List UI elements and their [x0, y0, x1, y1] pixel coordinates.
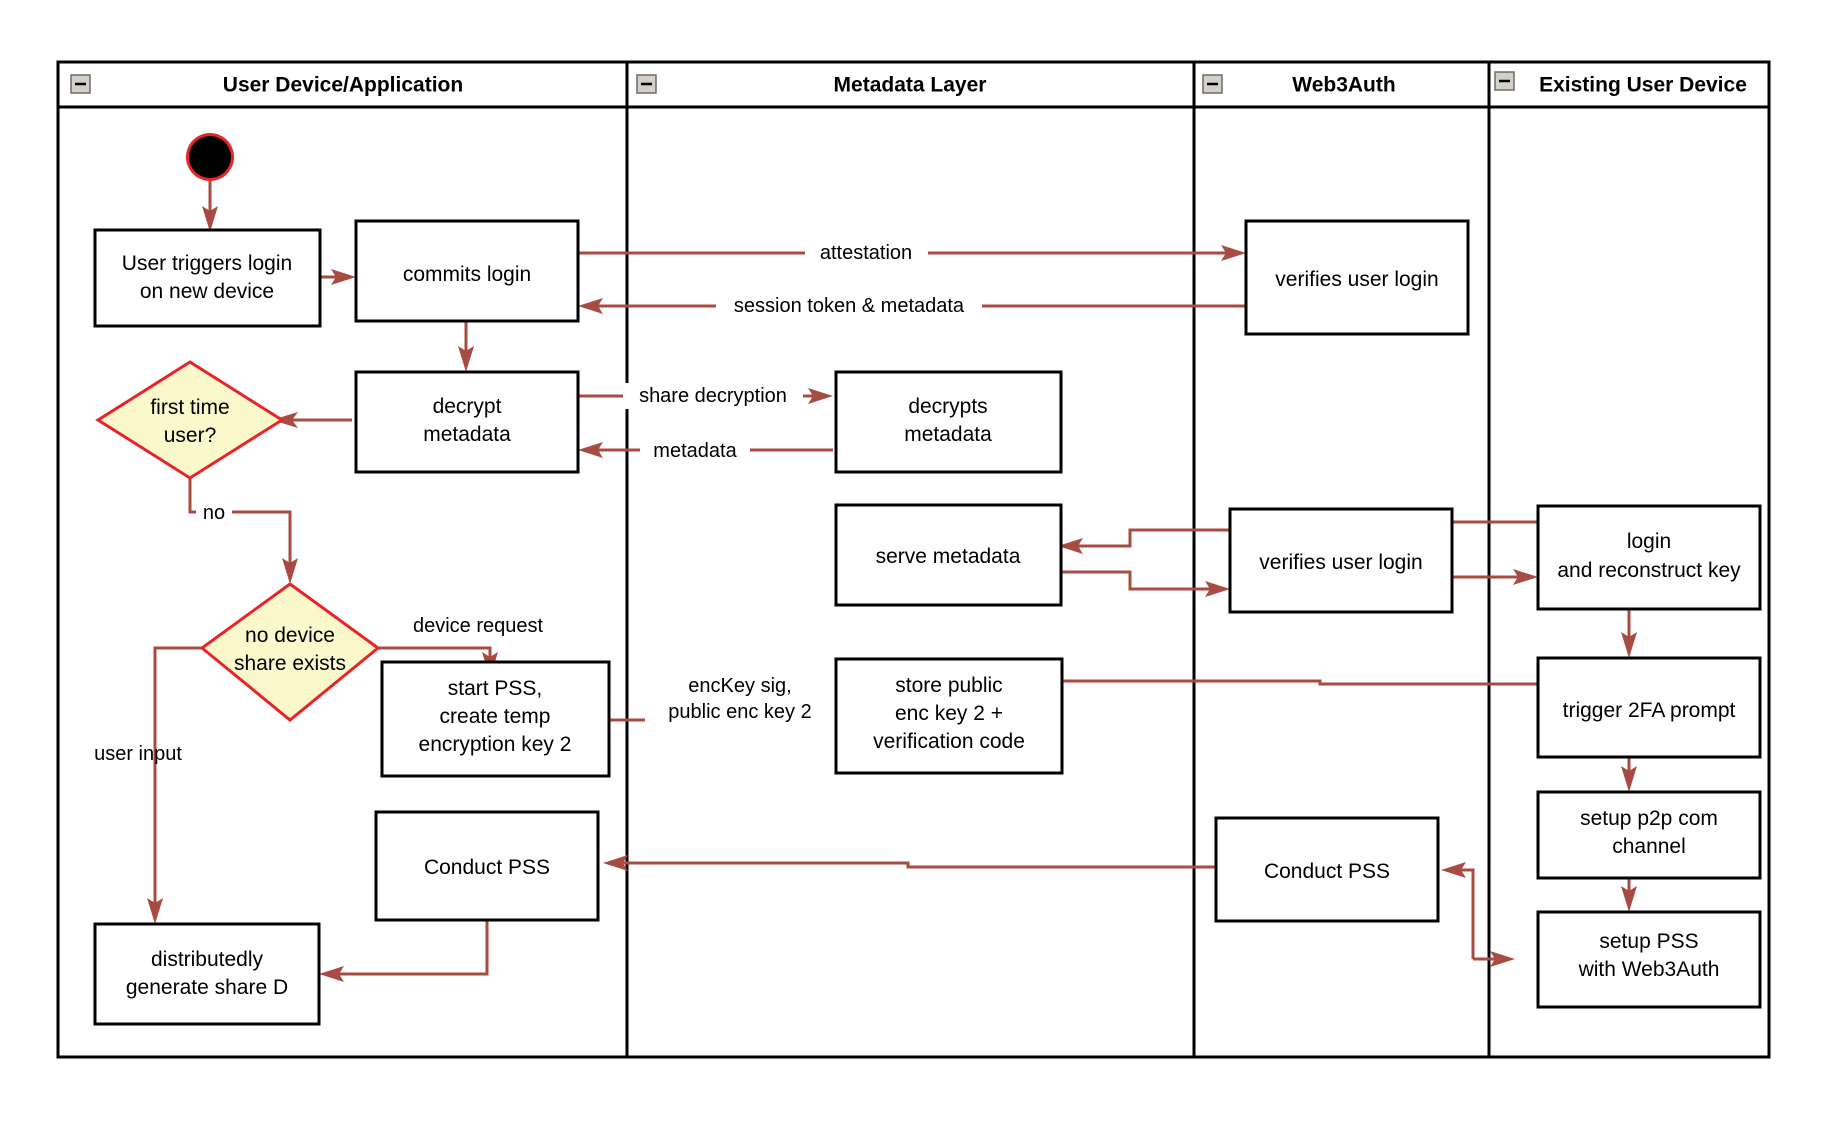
node-label-line: commits login [403, 263, 531, 286]
node-user-triggers-login[interactable]: User triggers login on new device [93, 228, 322, 328]
lane-title-metadata: Metadata Layer [834, 74, 987, 97]
node-serve-metadata[interactable]: serve metadata [834, 503, 1063, 607]
node-label-line: setup p2p com [1580, 807, 1718, 830]
node-label-line: trigger 2FA prompt [1563, 699, 1736, 722]
minus-icon[interactable] [70, 74, 91, 94]
node-label-line: User triggers login [122, 252, 292, 275]
edge-label-enckey-sig-line2: public enc key 2 [668, 701, 811, 723]
edge-user-triggers-to-commits [320, 269, 356, 285]
node-first-time-user[interactable]: first time user? [95, 360, 285, 480]
node-label-line: encryption key 2 [419, 733, 572, 756]
edge-pss-branch [1441, 862, 1515, 967]
node-label-line: serve metadata [876, 545, 1021, 568]
node-label-line: create temp [440, 705, 551, 728]
lane-title-user-device: User Device/Application [223, 74, 463, 97]
node-decrypts-metadata[interactable]: decrypts metadata [834, 370, 1063, 474]
node-commits-login[interactable]: commits login [354, 219, 580, 323]
lane-title-existing-device: Existing User Device [1539, 74, 1747, 97]
edge-label-user-input: user input [94, 743, 182, 765]
edge-label-enckey-sig-line1: encKey sig, [688, 675, 791, 697]
edge-user-input: user input [94, 646, 202, 924]
edge-enckey-sig: encKey sig, public enc key 2 [609, 672, 836, 728]
node-conduct-pss-user[interactable]: Conduct PSS [374, 810, 600, 922]
edges-layer: attestation session token & metadata sha… [94, 180, 1700, 982]
edge-p2p-to-setup-pss [1621, 878, 1637, 912]
edge-label-session-token-metadata: session token & metadata [734, 295, 965, 317]
edge-verifies-to-serve-metadata [1058, 528, 1230, 554]
node-store-public-enc-key[interactable]: store public enc key 2 + verification co… [834, 657, 1064, 775]
node-label-line: Conduct PSS [1264, 860, 1390, 883]
edge-conduct-pss-to-share-d [319, 920, 489, 982]
node-start[interactable] [186, 133, 234, 181]
node-label-line: decrypts [908, 395, 987, 418]
node-label-line: enc key 2 + [895, 702, 1003, 725]
node-label-line: store public [895, 674, 1002, 697]
node-label-line: first time [150, 396, 229, 419]
minus-icon[interactable] [636, 74, 657, 94]
node-distributedly-generate-share-d[interactable]: distributedly generate share D [93, 922, 321, 1026]
node-label-line: no device [245, 624, 335, 647]
node-login-and-reconstruct-key[interactable]: login and reconstruct key [1536, 504, 1762, 611]
edge-session-token-metadata: session token & metadata [578, 293, 1246, 319]
node-no-device-share-exists[interactable]: no device share exists [199, 582, 381, 722]
node-conduct-pss-web3auth[interactable]: Conduct PSS [1214, 816, 1440, 923]
node-label-line: with Web3Auth [1578, 958, 1720, 981]
node-label-line: decrypt [433, 395, 502, 418]
node-verifies-user-login-1[interactable]: verifies user login [1244, 219, 1470, 336]
lane-header-existing-device: Existing User Device [1494, 71, 1747, 97]
minus-icon[interactable] [1494, 71, 1515, 91]
lane-header-metadata: Metadata Layer [636, 74, 987, 97]
edge-conduct-pss-web3auth-to-user [603, 855, 1216, 871]
lane-header-web3auth: Web3Auth [1202, 74, 1396, 97]
edge-device-request: device request [378, 615, 543, 678]
edge-label-device-request: device request [413, 615, 544, 637]
edge-label-no: no [203, 502, 225, 524]
edge-metadata: metadata [578, 438, 833, 464]
edge-attestation: attestation [578, 240, 1246, 266]
node-label-line: login [1627, 530, 1671, 553]
edge-no-to-no-device-share: no [188, 478, 298, 584]
node-trigger-2fa-prompt[interactable]: trigger 2FA prompt [1536, 656, 1762, 759]
node-label-line: verifies user login [1259, 551, 1422, 574]
node-label-line: Conduct PSS [424, 856, 550, 879]
minus-icon[interactable] [1202, 74, 1223, 94]
node-label-line: distributedly [151, 948, 264, 971]
node-setup-p2p-com-channel[interactable]: setup p2p com channel [1536, 790, 1762, 880]
edge-commits-to-decrypt [458, 321, 474, 372]
node-label-line: channel [1612, 835, 1686, 858]
lane-header-user-device: User Device/Application [70, 74, 463, 97]
node-label-line: start PSS, [448, 677, 543, 700]
node-label-line: metadata [904, 423, 992, 446]
node-label-line: verification code [873, 730, 1025, 753]
node-setup-pss-with-web3auth[interactable]: setup PSS with Web3Auth [1536, 910, 1762, 1009]
edge-decrypt-to-first-time-user [272, 412, 352, 428]
node-label-line: user? [164, 424, 217, 447]
node-label-line: share exists [234, 652, 346, 675]
node-label-line: metadata [423, 423, 511, 446]
node-label-line: setup PSS [1599, 930, 1698, 953]
edge-label-share-decryption: share decryption [639, 385, 787, 407]
node-label-line: generate share D [126, 976, 288, 999]
lane-title-web3auth: Web3Auth [1292, 74, 1395, 97]
node-label-line: on new device [140, 280, 274, 303]
edge-trigger-2fa-to-p2p [1621, 757, 1637, 792]
edge-share-decryption: share decryption [578, 383, 833, 409]
node-decrypt-metadata[interactable]: decrypt metadata [354, 370, 580, 474]
node-label-line: verifies user login [1275, 268, 1438, 291]
edge-label-metadata: metadata [653, 440, 737, 462]
edge-login-to-trigger-2fa [1621, 609, 1637, 658]
edge-start-to-user-triggers-login [202, 180, 218, 232]
node-label-line: and reconstruct key [1557, 559, 1741, 582]
edge-label-attestation: attestation [820, 242, 912, 264]
node-verifies-user-login-2[interactable]: verifies user login [1228, 507, 1454, 614]
edge-serve-metadata-to-verifies [1058, 570, 1230, 597]
node-start-pss[interactable]: start PSS, create temp encryption key 2 [380, 660, 611, 778]
